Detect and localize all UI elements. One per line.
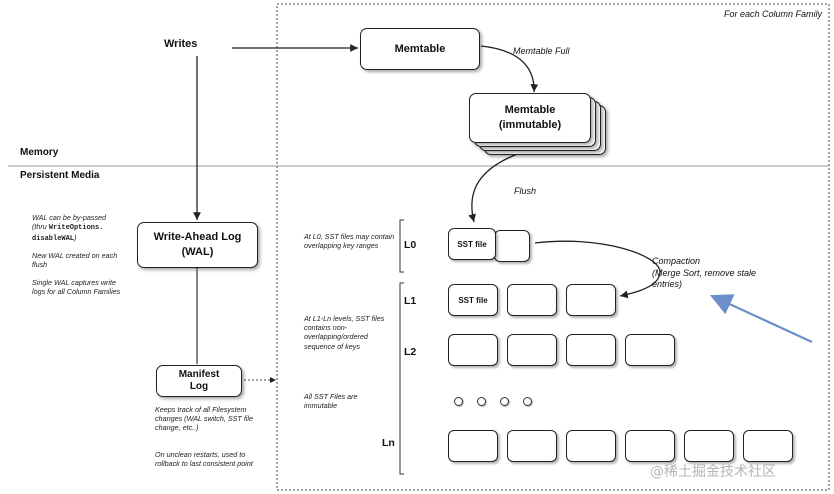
manifest-line2: Log (189, 381, 209, 392)
level-l1-label: L1 (404, 295, 417, 307)
l1-ln-note: At L1-Ln levels, SST files contains non-… (304, 314, 385, 351)
compaction-line1: Compaction (652, 256, 701, 266)
sst-immutable-note: All SST Files are immutable (304, 392, 358, 411)
ln-sst-4 (625, 430, 675, 462)
l1-sst-label: SST file (458, 295, 488, 305)
memory-section-label: Memory (20, 147, 59, 158)
wal-bypass-text: WAL can be by-passed (32, 213, 107, 222)
l0-sst-label: SST file (457, 239, 487, 249)
level-l2-label: L2 (404, 346, 417, 358)
l2-sst-2 (507, 334, 557, 366)
ellipsis-dot (523, 397, 532, 406)
column-family-label: For each Column Family (723, 9, 822, 19)
wal-line1: Write-Ahead Log (153, 231, 242, 244)
wal-single-note: Single WAL captures write logs for all C… (32, 278, 121, 297)
compaction-line3: entries) (652, 279, 683, 290)
wal-box: Write-Ahead Log (WAL) (137, 222, 258, 268)
wal-bypass-code2: disableWAL (32, 235, 75, 244)
writes-label: Writes (164, 38, 198, 50)
l0-note: At L0, SST files may contain overlapping… (304, 232, 395, 251)
column-family-frame (276, 3, 830, 491)
ln-sst-3 (566, 430, 616, 462)
manifest-restart-note: On unclean restarts, used to rollback to… (155, 450, 253, 469)
compaction-arrow (534, 240, 661, 299)
immutable-line2: (immutable) (498, 119, 562, 131)
wal-bypass-thru: (thru (32, 222, 49, 232)
level-ln-label: Ln (382, 437, 395, 449)
flush-arrow (468, 152, 521, 223)
persistent-section-label: Persistent Media (20, 170, 100, 181)
memtable-label: Memtable (394, 42, 446, 55)
l2-sst-4 (625, 334, 675, 366)
ln-sst-2 (507, 430, 557, 462)
wal-new-note: New WAL created on each flush (32, 251, 118, 270)
ln-sst-5 (684, 430, 734, 462)
wal-line2: (WAL) (181, 246, 214, 258)
immutable-memtable-box: Memtable (immutable) (469, 93, 591, 143)
manifest-log-box: Manifest Log (156, 365, 242, 397)
ln-sst-6 (743, 430, 793, 462)
manifest-line1: Manifest (178, 369, 220, 380)
ellipsis-dot (454, 397, 463, 406)
ellipsis-dot (477, 397, 486, 406)
l1-ln-bracket (399, 282, 404, 475)
wal-bypass-code1: WriteOptions. (48, 224, 104, 233)
l2-sst-1 (448, 334, 498, 366)
flush-label: Flush (514, 186, 537, 196)
l2-sst-3 (566, 334, 616, 366)
level-l0-label: L0 (404, 239, 417, 251)
watermark: @稀土掘金技术社区 (650, 464, 776, 480)
l0-sst-file: SST file (448, 228, 496, 260)
wal-bypass-end: ) (74, 233, 77, 243)
wal-bypass-note: WAL can be by-passed (thru WriteOptions.… (32, 213, 132, 244)
l1-sst-2 (507, 284, 557, 316)
l1-sst-file: SST file (448, 284, 498, 316)
compaction-line2: (Merge Sort, remove stale (652, 267, 757, 278)
ln-sst-1 (448, 430, 498, 462)
ellipsis-dot (500, 397, 509, 406)
l0-bracket (399, 219, 404, 273)
memtable-box: Memtable (360, 28, 480, 70)
l1-sst-3 (566, 284, 616, 316)
compaction-label: Compaction (Merge Sort, remove stale ent… (652, 256, 756, 291)
annotation-arrow (710, 294, 813, 343)
memtable-full-arrow (480, 45, 539, 93)
memtable-full-label: Memtable Full (513, 46, 570, 56)
manifest-tracks-note: Keeps track of all Filesystem changes (W… (155, 405, 254, 433)
immutable-line1: Memtable (504, 104, 556, 117)
l0-sst-back (494, 230, 530, 262)
